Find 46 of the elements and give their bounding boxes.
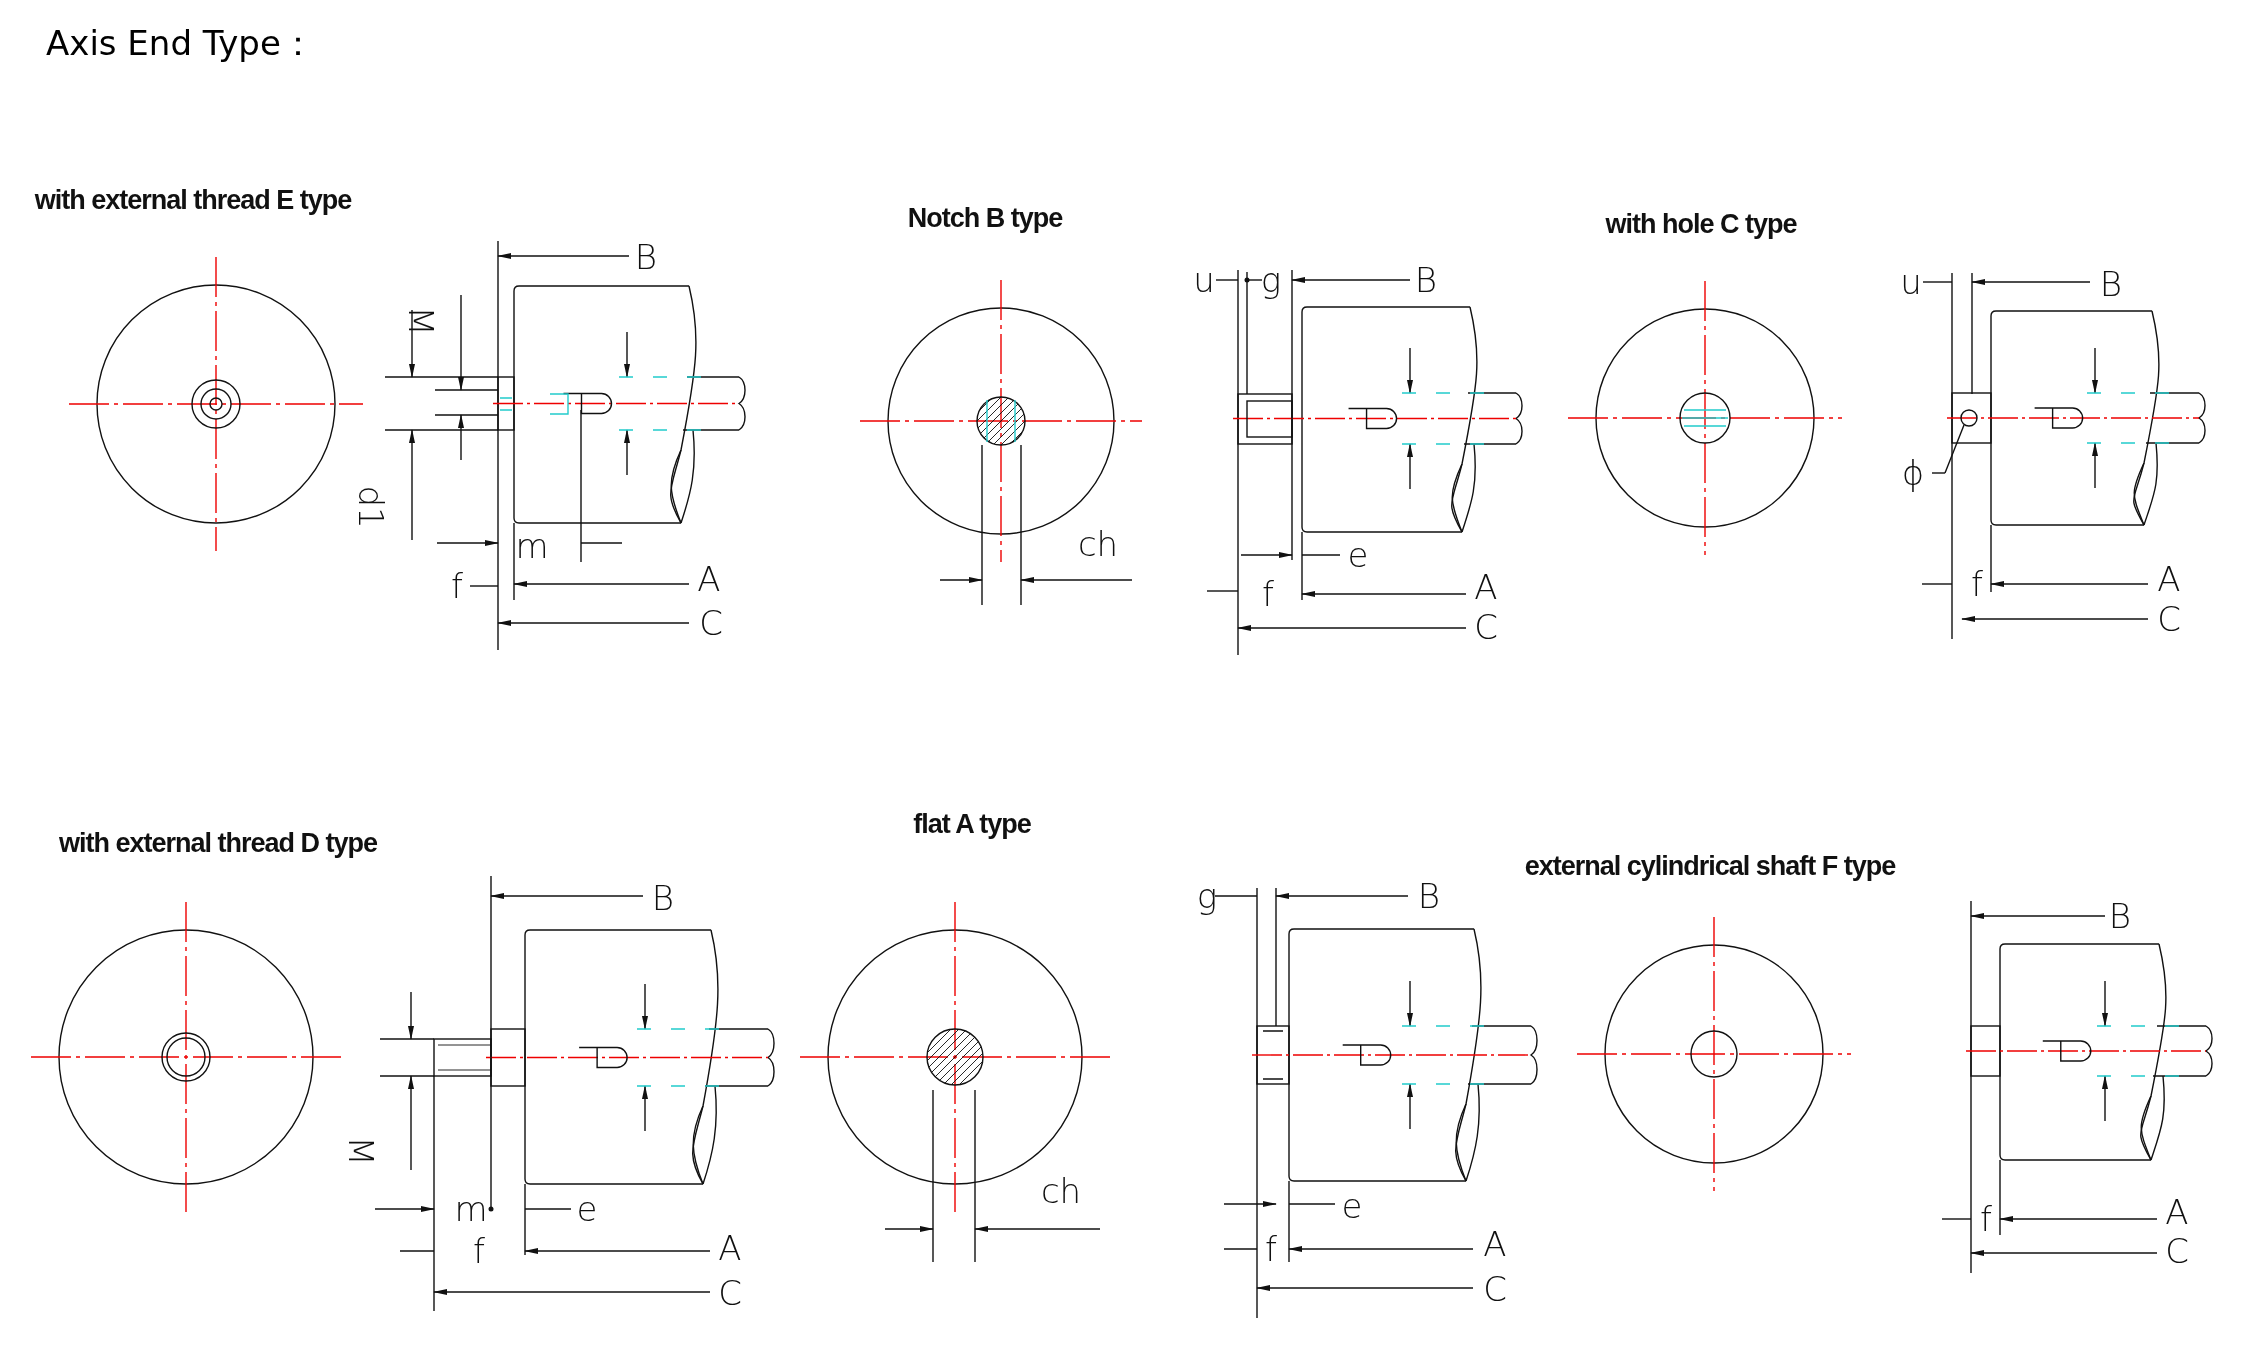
dimension-label: A [718,1231,742,1265]
dimension-label: M [404,306,438,336]
dimension-label: A [1483,1227,1507,1261]
dimension-label: f [451,569,463,603]
dimension-label: d1 [354,485,388,529]
dimension-label: f [1971,567,1983,601]
dimension-label: C [2157,602,2181,636]
dimension-label: C [2165,1234,2189,1268]
dimension-label: B [2099,267,2123,301]
dimension-label: B [634,240,658,274]
dimension-label: B [651,881,675,915]
type-heading: with external thread E type [34,186,352,214]
dimension-label: f [1980,1202,1992,1236]
dimension-label: m [454,1192,488,1226]
dimension-label: g [1196,879,1218,913]
dimension-label: g [1260,263,1282,297]
dimension-label: e [1347,538,1369,572]
dimension-label: M [344,1136,378,1166]
type-heading: with hole C type [1605,210,1797,238]
dimension-label: B [1414,263,1438,297]
type-heading: Notch B type [907,204,1063,232]
type-heading: external cylindrical shaft F type [1524,852,1896,880]
dimension-label: C [699,606,723,640]
dimension-label: C [1483,1272,1507,1306]
dimension-label: ch [1040,1174,1082,1208]
dimension-label: C [1474,610,1498,644]
dimension-label: m [515,529,549,563]
dimension-label: B [2108,899,2132,933]
dimension-label: f [1262,577,1274,611]
dimension-label: C [718,1276,742,1310]
dimension-label: A [1474,570,1498,604]
dimension-label: e [576,1192,598,1226]
type-heading: with external thread D type [58,829,378,857]
dimension-label: u [1900,265,1922,299]
dimension-label: ϕ [1901,456,1925,490]
dimension-label: A [2165,1195,2189,1229]
dimension-label: u [1193,263,1215,297]
dimension-label: B [1417,879,1441,913]
dimension-label: A [2157,562,2181,596]
type-heading: flat A type [913,810,1031,838]
dimension-label: A [697,562,721,596]
dimension-label: e [1341,1189,1363,1223]
dimension-label: f [1265,1232,1277,1266]
dimension-label: f [473,1234,485,1268]
title: Axis End Type： [46,26,315,60]
dimension-label: ch [1077,527,1119,561]
